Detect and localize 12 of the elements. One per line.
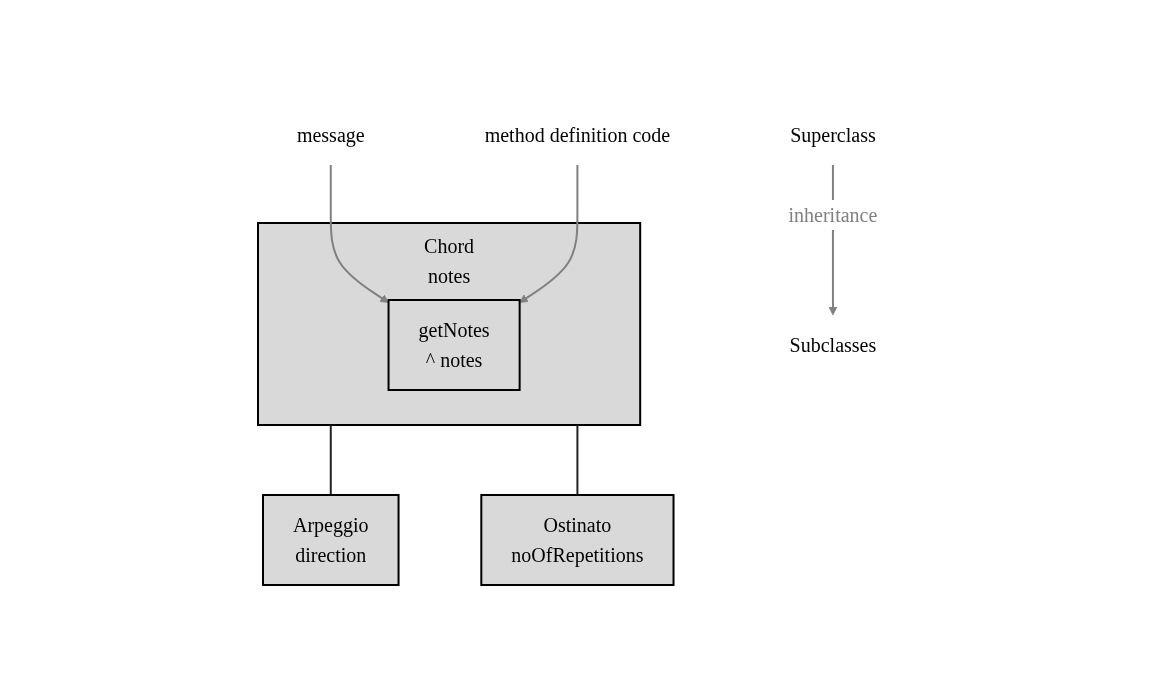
connector	[330, 423, 333, 496]
edge-label: inheritance	[788, 203, 878, 226]
arrow	[330, 163, 390, 303]
node-text: method definition code	[485, 123, 671, 146]
node-box: getNotes ^ notes	[387, 298, 521, 391]
node-box: Ostinato noOfRepetitions	[480, 493, 675, 586]
node-text: Subclasses	[789, 333, 877, 356]
arrow	[519, 163, 579, 303]
connector	[576, 423, 579, 496]
node-text: Superclass	[790, 123, 877, 146]
node-box: Arpeggio direction	[262, 493, 400, 586]
node-text: message	[297, 123, 366, 146]
